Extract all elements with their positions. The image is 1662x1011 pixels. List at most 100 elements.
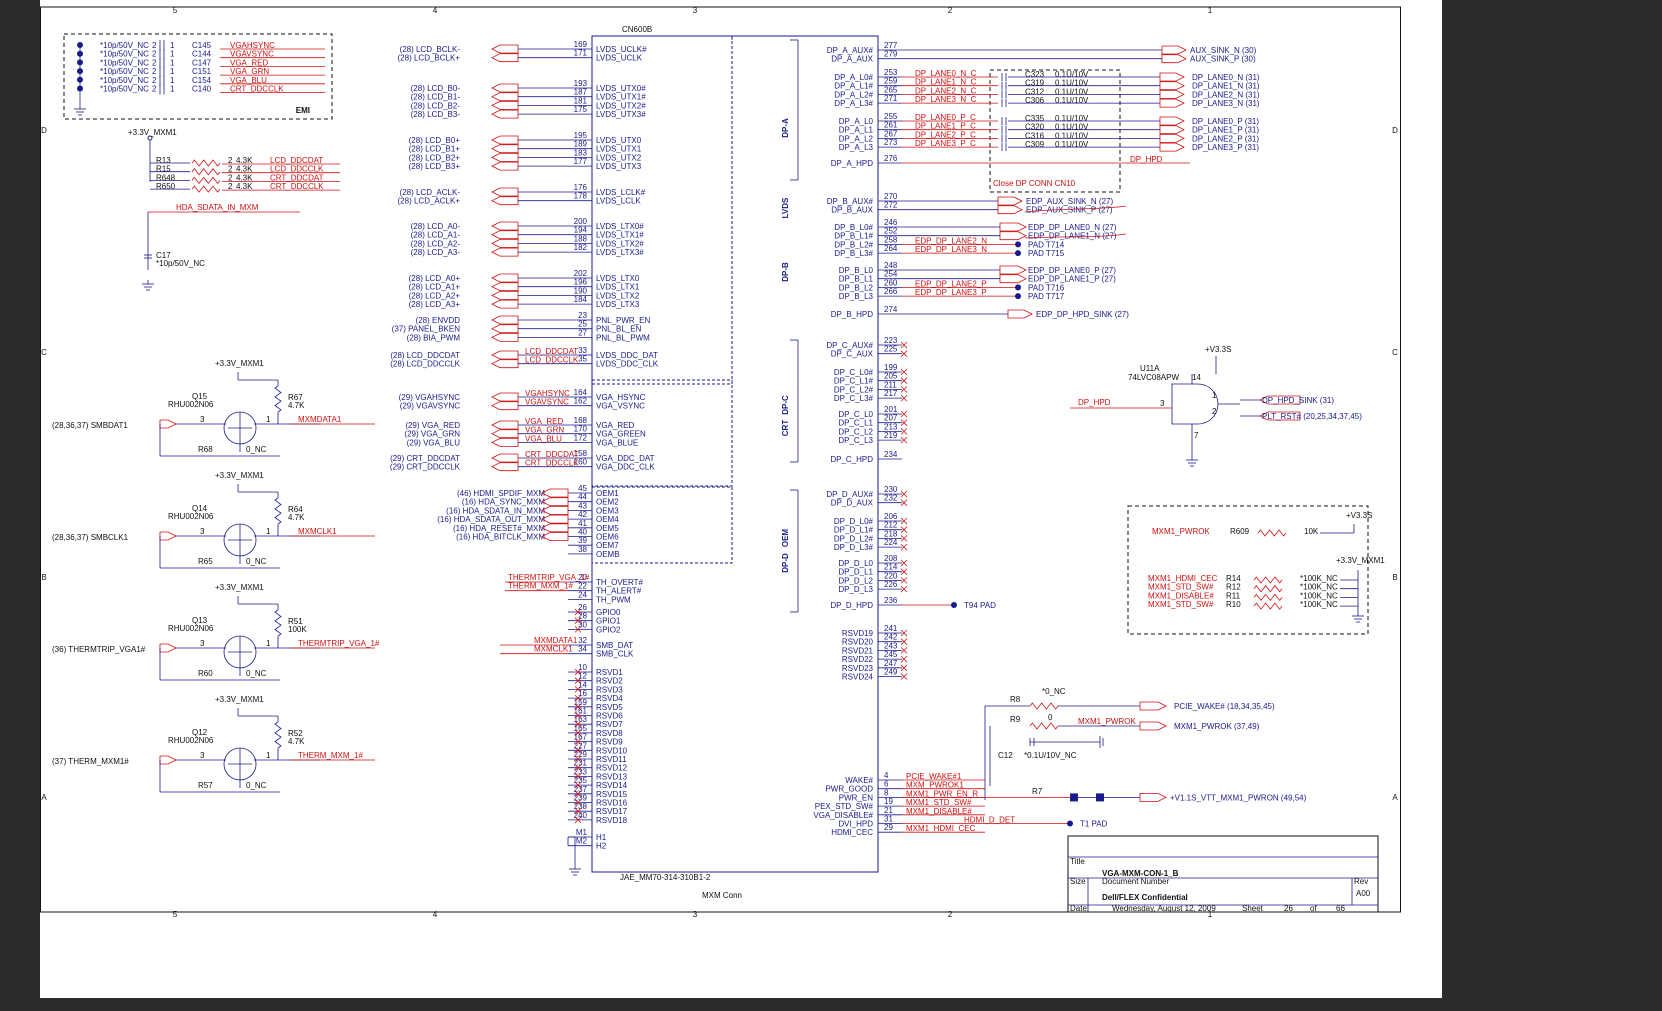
- signal-name: (46) HDMI_SPDIF_MXM: [457, 489, 545, 498]
- net-label: DP_HPD: [1130, 155, 1163, 164]
- rev-text: A00: [1356, 889, 1371, 898]
- signal-name: (28) ENVDD: [416, 316, 461, 325]
- junction-dot: [1067, 820, 1073, 827]
- pin-number: 199: [884, 363, 898, 372]
- signal-name: (28) LCD_A1+: [409, 283, 461, 292]
- gate-part: 74LVC08APW: [1128, 373, 1179, 382]
- pin-number: 2: [228, 173, 233, 182]
- pin-name: PWR_EN: [839, 793, 873, 802]
- pin-number: 252: [884, 227, 898, 236]
- pin-number: 194: [574, 226, 588, 235]
- rail-label: +V3.3S: [1346, 511, 1372, 520]
- offpage-connector: [491, 247, 519, 257]
- pin-number: 241: [884, 624, 898, 633]
- no-connect-mark: [574, 694, 582, 702]
- pin-name: WAKE#: [845, 776, 873, 785]
- pin-number: 2: [228, 165, 233, 174]
- signal-name: (37) PANEL_BKEN: [392, 325, 461, 334]
- pin-number: 172: [574, 433, 588, 442]
- pin-number: 2: [228, 156, 233, 165]
- connector-part: JAE_MM70-314-310B1-2: [620, 873, 711, 882]
- offpage-connector: [541, 497, 569, 507]
- title-label: Title: [1070, 857, 1085, 866]
- no-connect-mark: [574, 747, 582, 754]
- no-connect-mark: [900, 647, 908, 654]
- section-label: LVDS: [781, 197, 790, 218]
- offpage-connector: [1159, 116, 1185, 126]
- pin-name: SMB_DAT: [596, 641, 633, 650]
- res-value: 4.3K: [236, 165, 253, 174]
- offpage-connector: [999, 274, 1027, 284]
- offpage-connector: [999, 231, 1027, 241]
- resistor: [1253, 593, 1283, 602]
- no-connect-mark: [900, 664, 908, 672]
- border-row-mark: B: [41, 573, 46, 582]
- offpage-connector: [491, 83, 519, 93]
- pin-name: DP_C_AUX: [831, 350, 874, 359]
- signal-name: (29) VGA_GRN: [404, 430, 460, 439]
- note-label: Close DP CONN CN10: [993, 179, 1076, 188]
- net-label: MXM1_PWROK: [1078, 717, 1136, 726]
- pin-number: 271: [884, 94, 898, 103]
- pin-name: DP_C_AUX#: [826, 341, 873, 350]
- cap-value: 0.1U/10V: [1055, 140, 1089, 149]
- pin-name: LVDS_UTX0#: [596, 84, 646, 93]
- pin-name: OEM6: [596, 533, 619, 542]
- signal-name: (28) LCD_A0+: [409, 274, 461, 283]
- signal-name: (28) LCD_BCLK-: [400, 45, 461, 54]
- pin-name: H2: [596, 842, 607, 851]
- pin-number: 218: [884, 529, 898, 538]
- pin-number: 225: [884, 345, 898, 354]
- pin-name: DP_C_L2: [838, 427, 873, 436]
- signal-name: (28) LCD_B2+: [409, 153, 461, 162]
- pin-name: DP_C_L1: [838, 419, 873, 428]
- connector-ref: CN600B: [622, 25, 652, 34]
- pin-name: DP_B_L2: [839, 283, 874, 292]
- signal-name: (28) LCD_B1-: [411, 93, 461, 102]
- resistor: [1029, 722, 1059, 730]
- pad-label: PAD T714: [1028, 240, 1065, 249]
- border-row-mark: C: [41, 348, 47, 357]
- pin-name: DP_A_L1#: [834, 82, 873, 91]
- offpage-connector: [1159, 134, 1185, 143]
- resistor: [191, 176, 221, 185]
- no-connect-mark: [574, 738, 582, 745]
- pin-number: 193: [574, 79, 588, 88]
- offpage-connector: [999, 222, 1027, 232]
- pin-number: 195: [574, 131, 588, 140]
- pin-name: LVDS_UTX1#: [596, 93, 646, 102]
- fet-left-signal: (28,36,37) SMBDAT1: [52, 421, 128, 430]
- fet-left-signal: (37) THERM_MXM1#: [52, 757, 129, 766]
- net-label: MXMDATA1: [534, 636, 578, 645]
- offpage-label: EDP_DP_LANE1_P (27): [1028, 275, 1116, 284]
- resistor: [1029, 702, 1059, 710]
- no-connect-mark: [900, 499, 908, 506]
- offpage-label: DP_LANE0_N (31): [1192, 73, 1260, 82]
- connector-caption: MXM Conn: [702, 891, 742, 900]
- offpage-connector: [541, 523, 569, 533]
- pin-number: 24: [578, 590, 587, 599]
- section-label: OEM: [781, 529, 790, 548]
- pin-number: 277: [884, 41, 898, 50]
- pin-number: 2: [152, 41, 157, 50]
- cap-ref: C316: [1025, 131, 1045, 140]
- pin-number: 235: [574, 776, 588, 785]
- fet-part: RHU002N06: [168, 512, 214, 521]
- pin-number: 2: [228, 182, 233, 191]
- res-ref: R650: [156, 182, 176, 191]
- offpage-label: EDP_DP_LANE0_N (27): [1028, 223, 1117, 232]
- resistor: [191, 185, 221, 193]
- offpage-connector: [1159, 125, 1185, 135]
- pin-number: 1: [170, 50, 175, 59]
- fet-ref: Q14: [192, 504, 208, 513]
- offpage-connector: [491, 273, 519, 283]
- no-connect-mark: [900, 377, 908, 384]
- pin-name: DP_A_HPD: [831, 159, 873, 168]
- pin-number: 25: [578, 320, 587, 329]
- border-col-mark: 1: [1208, 910, 1213, 919]
- rev-label: Rev: [1354, 877, 1368, 886]
- net-label: MXM1_STD_SW#: [1148, 583, 1214, 592]
- pin-number: 160: [574, 458, 588, 467]
- pin-name: LVDS_UCLK: [596, 54, 643, 63]
- pin-number: 45: [578, 484, 587, 493]
